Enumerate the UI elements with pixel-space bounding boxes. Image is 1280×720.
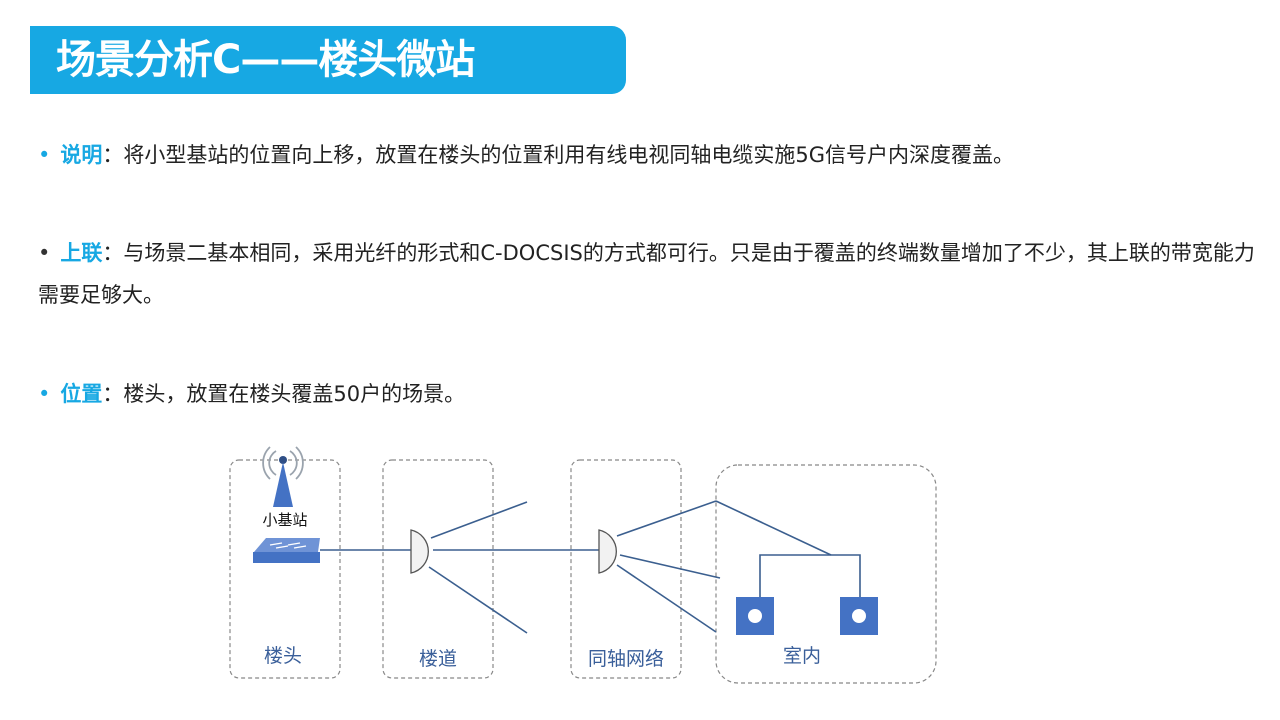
indoor-line (759, 554, 861, 597)
bullet: • (38, 241, 51, 265)
keyword-uplink: 上联 (60, 241, 103, 265)
splitter-icon (410, 529, 429, 574)
branch-line (619, 554, 721, 579)
branch-line (616, 500, 717, 537)
branch-line (616, 564, 717, 633)
bullet: • (38, 143, 51, 167)
title-banner: 场景分析C——楼头微站 (30, 26, 626, 94)
zone-coax-network (570, 459, 682, 679)
zone-indoor (715, 464, 937, 684)
switch-icon (253, 538, 320, 563)
outlet-icon (736, 597, 774, 635)
paragraph-position: • 位置：楼头，放置在楼头覆盖50户的场景。 (38, 373, 1258, 415)
indoor-line (715, 500, 832, 556)
bullet: • (38, 382, 51, 406)
uplink-text: ：与场景二基本相同，采用光纤的形式和C-DOCSIS的方式都可行。只是由于覆盖的… (38, 241, 1255, 307)
keyword-position: 位置 (60, 382, 103, 406)
keyword-description: 说明 (60, 143, 103, 167)
outlet-icon (840, 597, 878, 635)
paragraph-uplink: • 上联：与场景二基本相同，采用光纤的形式和C-DOCSIS的方式都可行。只是由于… (38, 232, 1258, 316)
zone-label-corridor: 楼道 (419, 648, 457, 670)
page-title: 场景分析C——楼头微站 (56, 37, 475, 83)
station-label: 小基站 (262, 511, 307, 529)
antenna-tower-icon (262, 446, 304, 507)
position-text: ：楼头，放置在楼头覆盖50户的场景。 (102, 382, 466, 406)
zone-label-building-head: 楼头 (264, 645, 302, 667)
zone-label-coax-network: 同轴网络 (588, 648, 664, 670)
zone-label-indoor: 室内 (783, 645, 821, 667)
zone-corridor (382, 459, 494, 679)
branch-line (428, 566, 528, 634)
branch-line (430, 501, 528, 539)
splitter-icon (598, 529, 617, 574)
description-text: ：将小型基站的位置向上移，放置在楼头的位置利用有线电视同轴电缆实施5G信号户内深… (102, 143, 1015, 167)
paragraph-description: • 说明：将小型基站的位置向上移，放置在楼头的位置利用有线电视同轴电缆实施5G信号… (38, 134, 1258, 176)
